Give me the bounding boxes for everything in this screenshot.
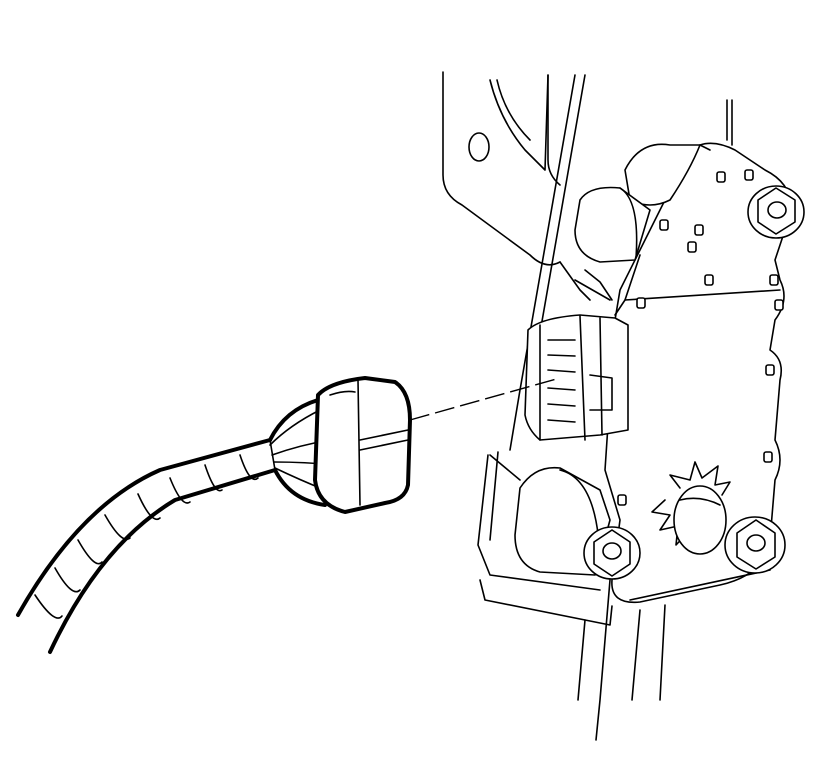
lower-right-mounting-bolt [724,516,786,574]
mounting-rails [477,74,733,741]
shift-shaft [651,461,731,555]
lower-left-mounting-bolt [583,526,641,580]
upper-mounting-bolt [747,185,805,239]
housing-connector [524,314,629,441]
mounting-bracket [442,71,561,266]
upper-sensor-body [574,143,701,301]
housing-rivets [617,169,784,506]
harness-connector [313,376,412,514]
wiring-harness [16,438,277,654]
